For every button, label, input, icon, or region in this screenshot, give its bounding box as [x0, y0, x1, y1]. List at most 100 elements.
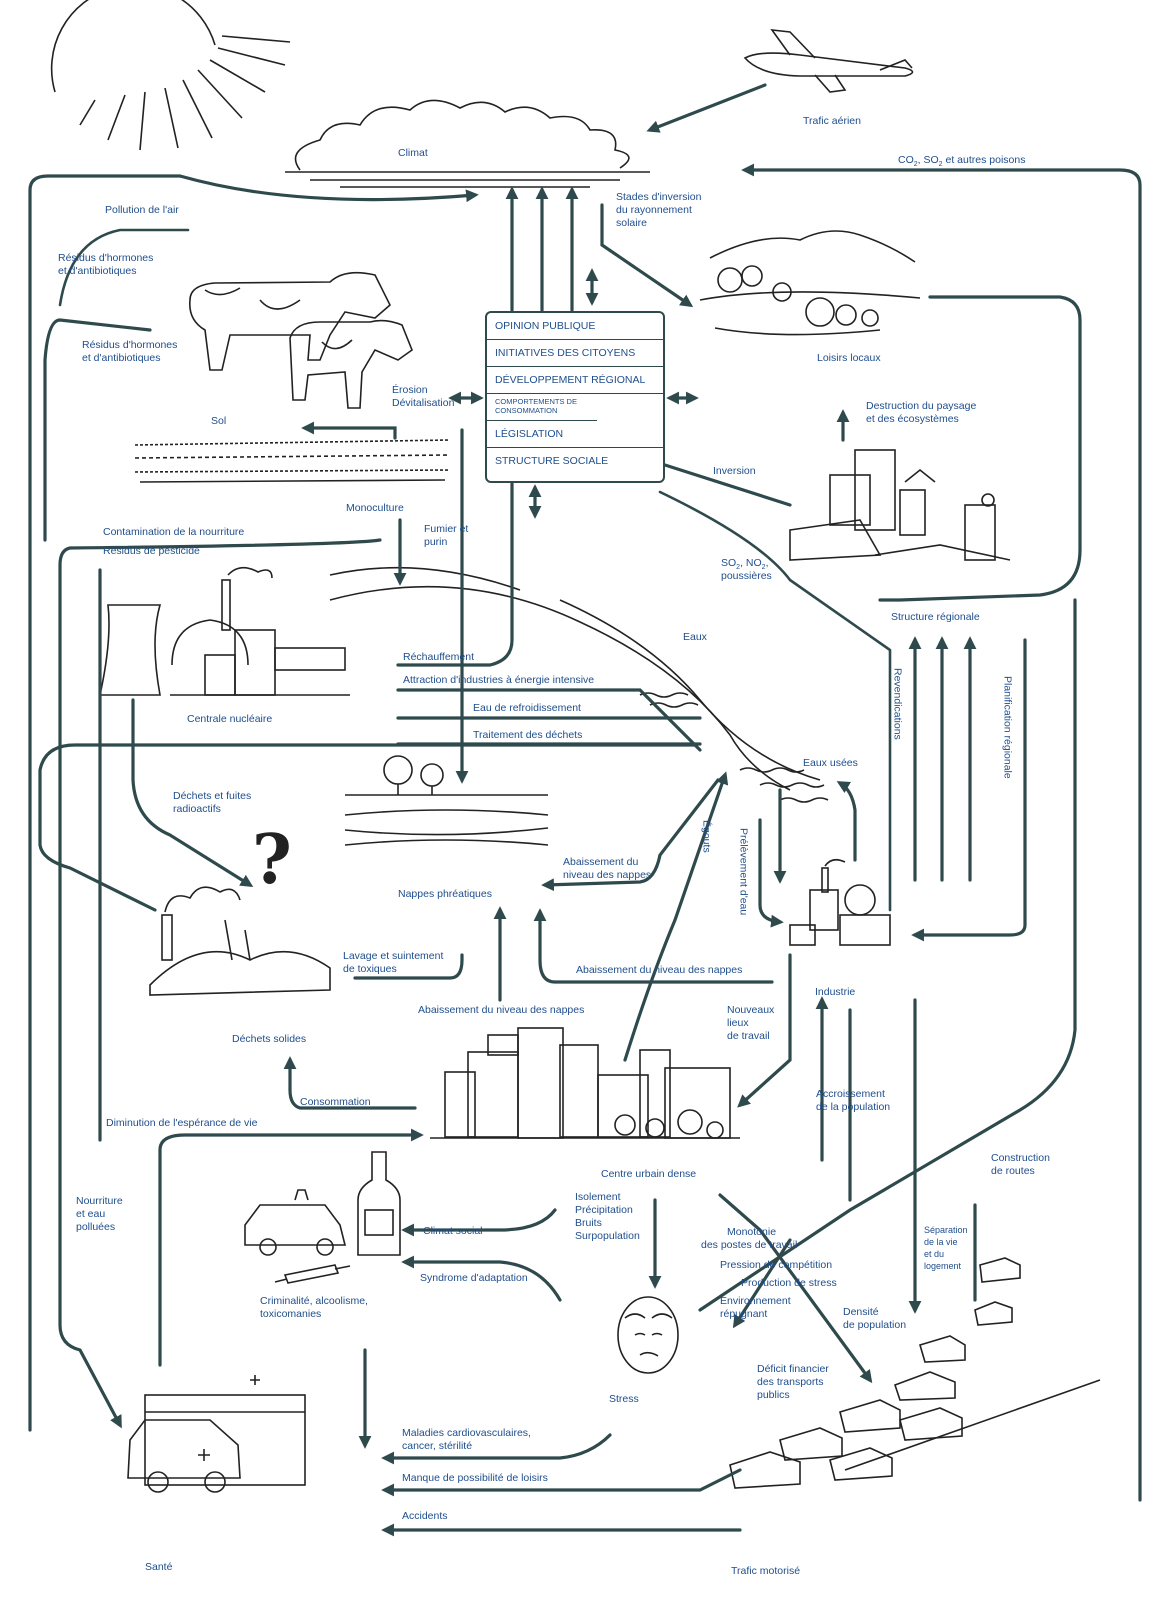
label-poussieres: poussières: [721, 570, 772, 582]
label-inversion: Inversion: [713, 465, 756, 477]
label-contamination: Contamination de la nourriture: [103, 526, 245, 538]
label-fumier-2: purin: [424, 536, 448, 548]
stress-face-illustration: [617, 1296, 679, 1374]
label-prelevement: Prélèvement d'eau: [737, 828, 750, 916]
label-sante: Santé: [145, 1561, 173, 1573]
label-monotonie-1: Monotonie: [727, 1226, 777, 1238]
box-row-opinion: OPINION PUBLIQUE: [487, 313, 663, 340]
label-accroissement-2: de la population: [816, 1101, 891, 1113]
label-climat: Climat: [398, 147, 428, 159]
label-separation-2: de la vie: [924, 1237, 958, 1247]
label-construction-2: de routes: [991, 1165, 1035, 1177]
label-deficit-2: des transports: [757, 1376, 824, 1388]
label-densite-1: Densité: [843, 1306, 879, 1318]
label-traitement: Traitement des déchets: [473, 729, 583, 741]
label-pesticide: Résidus de pesticide: [103, 545, 200, 557]
label-stades-2: du rayonnement: [616, 204, 692, 216]
label-sol: Sol: [211, 415, 227, 427]
label-erosion-1: Érosion: [392, 384, 428, 396]
dense-city-illustration: [430, 1027, 740, 1139]
refinery-illustration: [789, 858, 891, 946]
label-stress: Stress: [609, 1393, 639, 1405]
police-car-illustration: [244, 1189, 347, 1256]
label-deficit-3: publics: [757, 1389, 790, 1401]
label-construction-1: Construction: [991, 1152, 1050, 1164]
label-destruction-2: et des écosystèmes: [866, 413, 959, 425]
label-consommation: Consommation: [300, 1096, 371, 1108]
label-centre-urbain: Centre urbain dense: [601, 1168, 697, 1180]
label-accroissement-1: Accroissement: [816, 1088, 885, 1100]
label-monoculture: Monoculture: [346, 502, 404, 514]
bottle-illustration: [357, 1151, 401, 1256]
factory-top-illustration: [789, 449, 1011, 561]
landfill-illustration: [149, 886, 331, 996]
box-row-comportements: COMPORTEMENTS DE CONSOMMATION: [487, 394, 597, 421]
label-industrie: Industrie: [815, 986, 856, 998]
label-manque: Manque de possibilité de loisirs: [402, 1472, 548, 1484]
box-row-structure: STRUCTURE SOCIALE: [495, 455, 609, 467]
label-criminalite-2: toxicomanies: [260, 1308, 322, 1320]
label-egouts: Égouts: [700, 820, 713, 853]
question-mark: ?: [252, 820, 292, 900]
label-residus1-1: Résidus d'hormones: [58, 252, 154, 264]
label-destruction-1: Destruction du paysage: [866, 400, 977, 412]
hospital-ambulance-illustration: [127, 1375, 306, 1493]
label-rechauffement: Réchauffement: [403, 651, 475, 663]
label-stades-3: solaire: [616, 217, 647, 229]
label-planification: Planification régionale: [1001, 676, 1014, 779]
label-nouveaux-1: Nouveaux: [727, 1004, 775, 1016]
label-residus2-2: et d'antibiotiques: [82, 352, 161, 364]
label-dechets-solides: Déchets solides: [232, 1033, 307, 1045]
label-maladies-2: cancer, stérilité: [402, 1440, 473, 1452]
label-co2: CO2, SO2 et autres poisons: [898, 154, 1026, 169]
label-accidents: Accidents: [402, 1510, 448, 1522]
label-isolement-2: Précipitation: [575, 1204, 633, 1216]
groundwater-illustration: [344, 755, 549, 846]
label-fumier-1: Fumier et: [424, 523, 469, 535]
label-loisirs-locaux: Loisirs locaux: [817, 352, 881, 364]
label-so2: SO2, NO2,: [721, 557, 769, 572]
label-nouveaux-2: lieux: [727, 1017, 749, 1029]
soil-field-illustration: [134, 439, 451, 483]
label-separation-3: et du: [924, 1249, 945, 1259]
box-row-initiatives: INITIATIVES DES CITOYENS: [487, 340, 663, 367]
label-nourriture-2: et eau: [76, 1208, 106, 1220]
box-row-developpement: DÉVELOPPEMENT RÉGIONAL: [487, 367, 663, 394]
label-monotonie-2: des postes de travail: [701, 1239, 798, 1251]
label-criminalite-1: Criminalité, alcoolisme,: [260, 1295, 368, 1307]
label-diminution: Diminution de l'espérance de vie: [106, 1117, 258, 1129]
label-abaissement3: Abaissement du niveau des nappes: [418, 1004, 585, 1016]
label-nouveaux-3: de travail: [727, 1030, 770, 1042]
label-eau-refroidissement: Eau de refroidissement: [473, 702, 581, 714]
traffic-illustration: [729, 1257, 1101, 1489]
label-climat-social: Climat social: [423, 1225, 483, 1237]
label-stades-1: Stades d'inversion: [616, 191, 702, 203]
central-box: OPINION PUBLIQUE INITIATIVES DES CITOYEN…: [485, 311, 665, 483]
label-residus1-2: et d'antibiotiques: [58, 265, 137, 277]
label-deficit-1: Déficit financier: [757, 1363, 829, 1375]
label-erosion-2: Dévitalisation: [392, 397, 455, 409]
label-environnement-2: répugnant: [720, 1308, 768, 1320]
label-dechets-2: radioactifs: [173, 803, 221, 815]
label-nourriture-1: Nourriture: [76, 1195, 123, 1207]
label-pollution-air: Pollution de l'air: [105, 204, 179, 216]
box-row-legislation: LÉGISLATION: [487, 421, 663, 448]
sun-illustration: [50, 0, 291, 151]
landscape-illustration: [699, 230, 921, 336]
nuclear-plant-illustration: [99, 566, 350, 696]
label-nourriture-3: polluées: [76, 1221, 116, 1233]
label-residus2-1: Résidus d'hormones: [82, 339, 178, 351]
label-environnement-1: Environnement: [720, 1295, 791, 1307]
label-separation-1: Séparation: [924, 1225, 968, 1235]
label-maladies-1: Maladies cardiovasculaires,: [402, 1427, 531, 1439]
label-structure-regionale: Structure régionale: [891, 611, 980, 623]
cloud-illustration: [285, 99, 650, 188]
label-separation-4: logement: [924, 1261, 962, 1271]
label-isolement-3: Bruits: [575, 1217, 602, 1229]
label-attraction: Attraction d'industries à énergie intens…: [403, 674, 595, 686]
label-isolement-4: Surpopulation: [575, 1230, 640, 1242]
label-dechets-1: Déchets et fuites: [173, 790, 252, 802]
label-trafic-aerien: Trafic aérien: [803, 115, 861, 127]
label-production-stress: Production de stress: [741, 1277, 837, 1289]
